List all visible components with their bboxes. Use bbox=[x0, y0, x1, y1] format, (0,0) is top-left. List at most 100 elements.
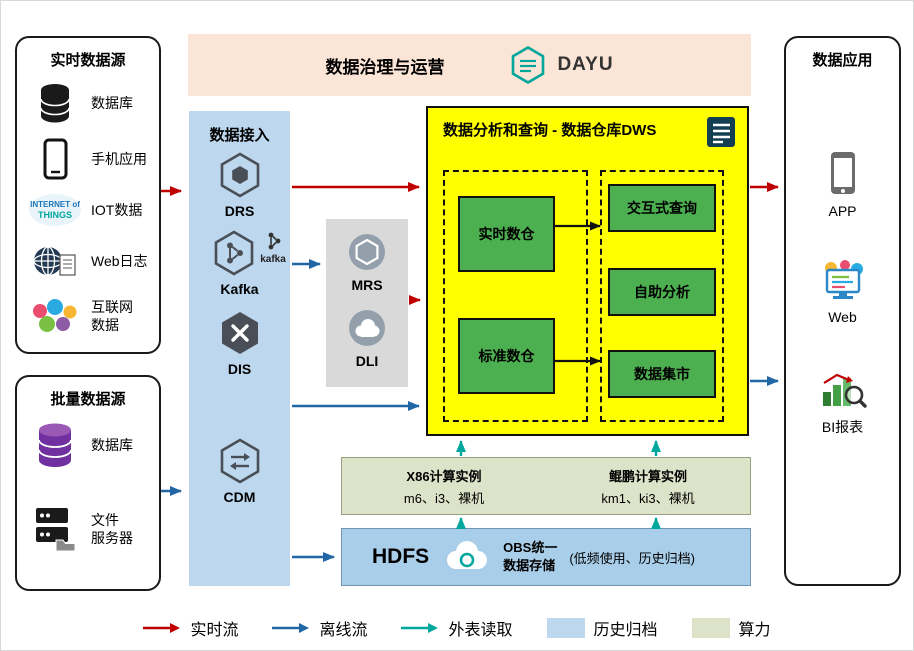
web-log-icon bbox=[27, 243, 83, 279]
phone-icon bbox=[27, 138, 83, 180]
legend-item-history-archive: 历史归档 bbox=[546, 616, 658, 640]
standard-warehouse-box: 标准数仓 bbox=[458, 318, 555, 394]
source-label: 数据库 bbox=[91, 436, 133, 453]
service-kafka: kafka Kafka bbox=[189, 229, 290, 297]
list-item: 数据库 bbox=[27, 415, 155, 475]
app-item: Web bbox=[786, 260, 899, 325]
batch-sources-panel: 批量数据源 数据库 文件 服务器 bbox=[15, 375, 161, 591]
source-label: 数据库 bbox=[91, 94, 133, 111]
iot-icon: INTERNET of THINGS bbox=[27, 192, 83, 228]
realtime-sources-panel: 实时数据源 数据库 手机应用 bbox=[15, 36, 161, 354]
history-archive-swatch bbox=[546, 618, 585, 638]
obs-cloud-icon bbox=[441, 538, 491, 577]
ingestion-column: 数据接入 DRS bbox=[189, 111, 290, 586]
database-purple-icon bbox=[27, 421, 83, 469]
kafka-badge-icon: kafka bbox=[260, 232, 286, 265]
dayu-logo: DAYU bbox=[508, 45, 613, 85]
web-icon bbox=[824, 260, 863, 299]
dws-title: 数据分析和查询 - 数据仓库DWS bbox=[443, 122, 657, 139]
data-mart-box: 数据集市 bbox=[608, 350, 716, 398]
storage-box: HDFS OBS统一 数据存储 (低频使用、历史归档) bbox=[341, 528, 751, 586]
self-service-analysis-box: 自助分析 bbox=[608, 268, 716, 316]
legend: 实时流 离线流 外表读取 历史归档 算力 bbox=[1, 616, 913, 640]
list-item: 手机应用 bbox=[27, 134, 155, 184]
mrs-icon bbox=[349, 234, 385, 270]
app-label: Web bbox=[828, 309, 857, 325]
query-group bbox=[600, 170, 724, 422]
drs-icon bbox=[220, 152, 259, 198]
hdfs-label: HDFS bbox=[372, 545, 430, 568]
dli-icon bbox=[349, 310, 385, 346]
database-icon bbox=[27, 82, 83, 124]
svg-text:kafka: kafka bbox=[260, 254, 286, 265]
list-item: Web日志 bbox=[27, 238, 155, 284]
dis-icon bbox=[221, 312, 258, 354]
applications-panel: 数据应用 APP Web bbox=[784, 36, 901, 586]
service-cdm: CDM bbox=[189, 437, 290, 505]
service-label: MRS bbox=[351, 277, 383, 293]
realtime-warehouse-box: 实时数仓 bbox=[458, 196, 555, 272]
service-label: CDM bbox=[223, 489, 256, 505]
legend-label: 离线流 bbox=[319, 622, 368, 639]
internet-data-icon bbox=[27, 298, 83, 334]
app-phone-icon bbox=[830, 152, 855, 194]
service-label: DRS bbox=[224, 203, 255, 219]
source-label: 手机应用 bbox=[91, 150, 147, 167]
kunpeng-instance: 鲲鹏计算实例 km1、ki3、裸机 bbox=[546, 458, 750, 514]
service-label: Kafka bbox=[220, 281, 259, 297]
bi-report-icon bbox=[822, 373, 867, 408]
compute-power-swatch bbox=[691, 618, 730, 638]
legend-item-external-read: 外表读取 bbox=[401, 616, 513, 640]
list-item: 数据库 bbox=[27, 78, 155, 128]
kunpeng-spec: km1、ki3、裸机 bbox=[601, 490, 695, 506]
batch-sources-title: 批量数据源 bbox=[50, 391, 126, 408]
svg-text:INTERNET of: INTERNET of bbox=[30, 200, 80, 209]
file-server-icon bbox=[27, 506, 83, 552]
banner-title: 数据治理与运营 bbox=[325, 57, 445, 77]
warehouse-group bbox=[443, 170, 588, 422]
list-item: 互联网 数据 bbox=[27, 288, 155, 344]
processing-box: MRS DLI bbox=[326, 219, 408, 387]
service-mrs: MRS bbox=[326, 231, 408, 293]
legend-label: 外表读取 bbox=[448, 622, 513, 639]
x86-spec: m6、i3、裸机 bbox=[403, 490, 485, 506]
kunpeng-title: 鲲鹏计算实例 bbox=[608, 468, 687, 484]
x86-instance: X86计算实例 m6、i3、裸机 bbox=[342, 458, 546, 514]
service-label: DLI bbox=[355, 353, 379, 369]
dws-report-icon bbox=[703, 114, 739, 155]
svg-text:THINGS: THINGS bbox=[38, 210, 72, 220]
service-dli: DLI bbox=[326, 307, 408, 369]
legend-label: 历史归档 bbox=[593, 622, 658, 639]
kafka-icon: kafka bbox=[210, 229, 288, 277]
app-item: BI报表 bbox=[786, 368, 899, 437]
dayu-logo-text: DAYU bbox=[557, 54, 614, 75]
applications-title: 数据应用 bbox=[812, 52, 873, 69]
source-label: Web日志 bbox=[91, 252, 148, 269]
dws-container: 数据分析和查询 - 数据仓库DWS 实时数仓 标准数仓 交互式查询 自助分析 数… bbox=[426, 106, 749, 436]
service-label: DIS bbox=[227, 361, 252, 377]
obs-note: (低频使用、历史归档) bbox=[569, 550, 696, 566]
governance-banner: 数据治理与运营 DAYU bbox=[188, 34, 751, 96]
cdm-icon bbox=[220, 438, 259, 484]
legend-item-offline-flow: 离线流 bbox=[272, 616, 367, 640]
source-label: 文件 服务器 bbox=[91, 511, 133, 546]
legend-label: 算力 bbox=[738, 622, 771, 639]
interactive-query-box: 交互式查询 bbox=[608, 184, 716, 232]
dayu-logo-icon bbox=[512, 45, 545, 85]
list-item: 文件 服务器 bbox=[27, 495, 155, 563]
list-item: INTERNET of THINGS IOT数据 bbox=[27, 188, 155, 232]
app-label: APP bbox=[828, 203, 857, 219]
compute-instances-box: X86计算实例 m6、i3、裸机 鲲鹏计算实例 km1、ki3、裸机 bbox=[341, 457, 751, 515]
source-label: 互联网 数据 bbox=[91, 298, 133, 333]
red-arrow-icon bbox=[143, 623, 181, 633]
app-item: APP bbox=[786, 150, 899, 219]
app-label: BI报表 bbox=[821, 419, 864, 435]
x86-title: X86计算实例 bbox=[406, 468, 482, 484]
legend-item-realtime-flow: 实时流 bbox=[143, 616, 238, 640]
legend-item-compute-power: 算力 bbox=[691, 616, 771, 640]
realtime-sources-title: 实时数据源 bbox=[50, 52, 126, 69]
service-dis: DIS bbox=[189, 309, 290, 377]
legend-label: 实时流 bbox=[190, 622, 239, 639]
teal-arrow-icon bbox=[401, 623, 439, 633]
